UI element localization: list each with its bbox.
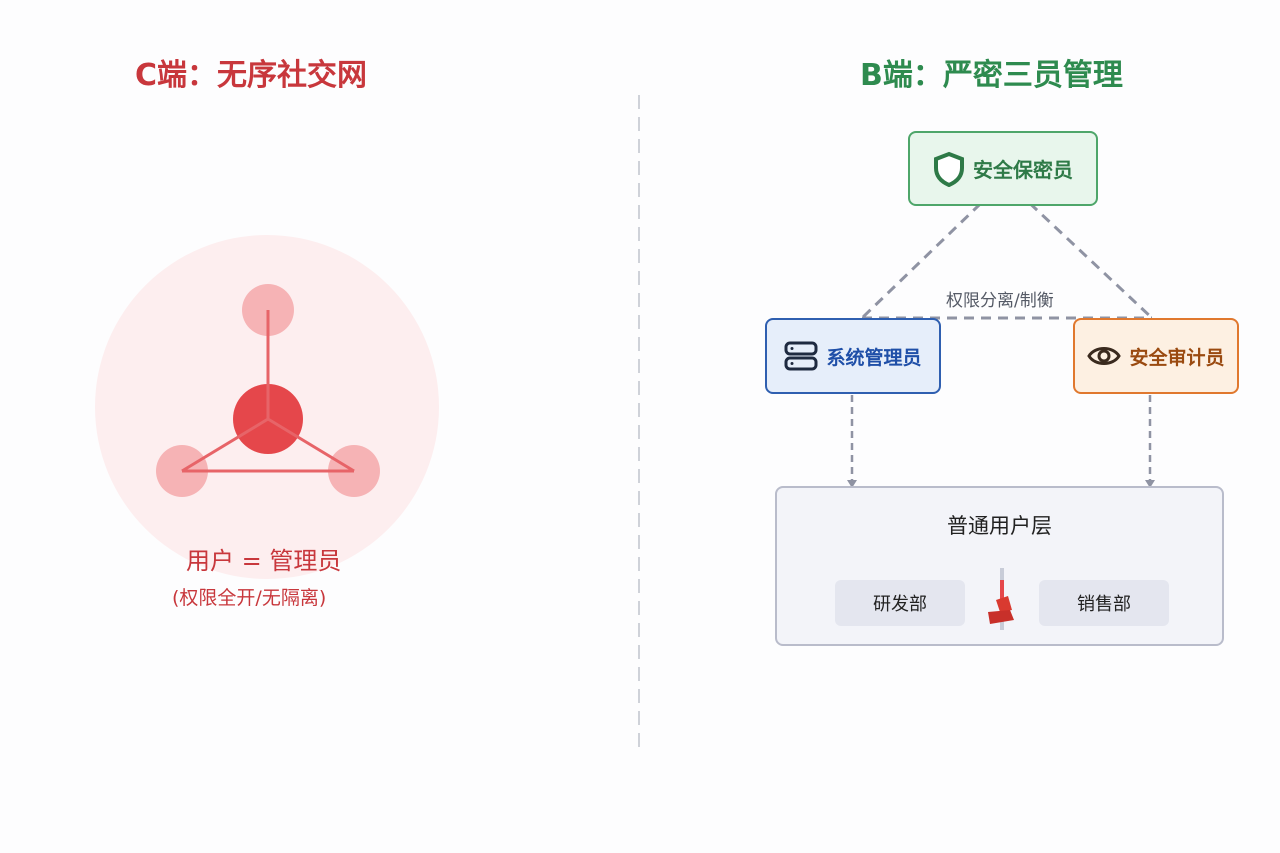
down-arrows	[850, 395, 1152, 480]
security-officer-box: 安全保密员	[908, 131, 1098, 206]
server-icon	[784, 341, 818, 371]
user-layer-title: 普通用户层	[947, 514, 1052, 538]
auditor-box: 安全审计员	[1073, 318, 1239, 394]
eye-icon	[1087, 347, 1122, 365]
broken-wall-icon	[988, 568, 1014, 630]
balance-label: 权限分离/制衡	[946, 291, 1054, 311]
sys-admin-label: 系统管理员	[826, 346, 922, 369]
network-links	[181, 310, 355, 473]
arrowhead-right	[1145, 480, 1155, 488]
left-subcaption: (权限全开/无隔离)	[172, 587, 327, 609]
auditor-label: 安全审计员	[1129, 346, 1225, 369]
department-rd: 研发部	[835, 580, 965, 626]
left-caption: 用户 = 管理员	[186, 547, 342, 575]
user-layer-box: 普通用户层 研发部 销售部	[775, 486, 1224, 646]
arrowhead-left	[847, 480, 857, 488]
sys-admin-box: 系统管理员	[765, 318, 941, 394]
left-title: C端：无序社交网	[135, 58, 368, 93]
right-title: B端：严密三员管理	[860, 58, 1123, 93]
shield-icon	[934, 151, 964, 187]
department-sales: 销售部	[1039, 580, 1169, 626]
security-officer-label: 安全保密员	[973, 158, 1073, 182]
